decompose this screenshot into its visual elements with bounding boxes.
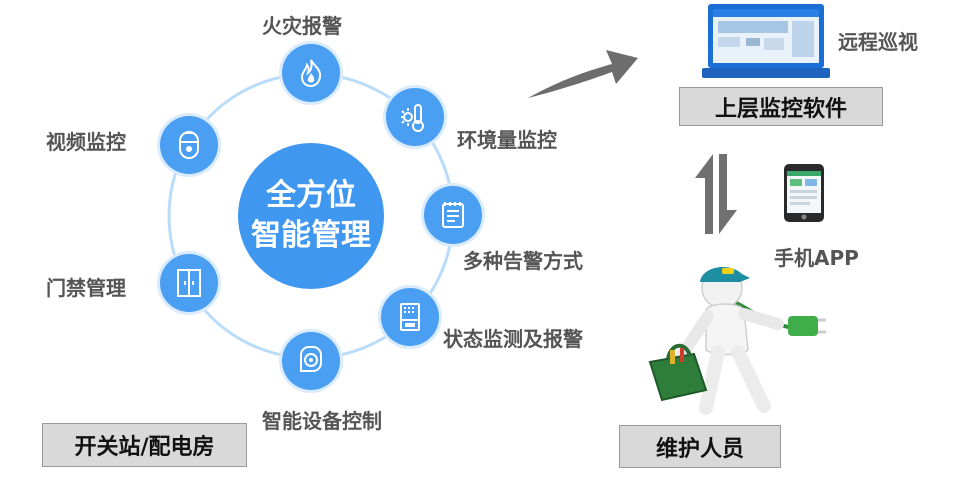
access-node [160,254,218,312]
status-node [381,288,439,346]
fire-label: 火灾报警 [262,14,342,38]
fire-node [282,44,340,102]
video-node [160,116,218,174]
worker-icon [648,267,826,415]
access-label: 门禁管理 [46,276,126,300]
phone-label: 手机APP [774,246,859,270]
env-node [386,88,444,146]
alarm-modes-label: 多种告警方式 [463,249,583,273]
smartphone-icon [784,164,824,222]
fire-icon [300,59,322,88]
device-control-label: 智能设备控制 [262,409,382,433]
arrow-up-down-icon [695,154,737,234]
remote-arrow-icon [528,50,638,98]
maintenance-box: 维护人员 [619,425,781,468]
thermometer-icon [401,104,424,132]
cabinet-icon [400,303,420,331]
laptop-icon [702,4,830,78]
door-icon [177,269,201,297]
remote-label: 远程巡视 [838,30,918,54]
substation-box: 开关站/配电房 [42,423,247,467]
dome-camera-icon [179,131,199,159]
center-line-1: 全方位 [266,178,356,213]
upper-software-box: 上层监控软件 [679,87,883,126]
center-line-2: 智能管理 [251,218,371,253]
env-label: 环境量监控 [457,128,557,152]
fan-icon [300,346,322,372]
alarm-modes-node [424,186,482,244]
notepad-icon [442,202,464,228]
video-label: 视频监控 [46,130,126,154]
center-circle: 全方位 智能管理 [238,143,384,289]
status-label: 状态监测及报警 [443,327,583,351]
device-control-node [282,332,340,390]
